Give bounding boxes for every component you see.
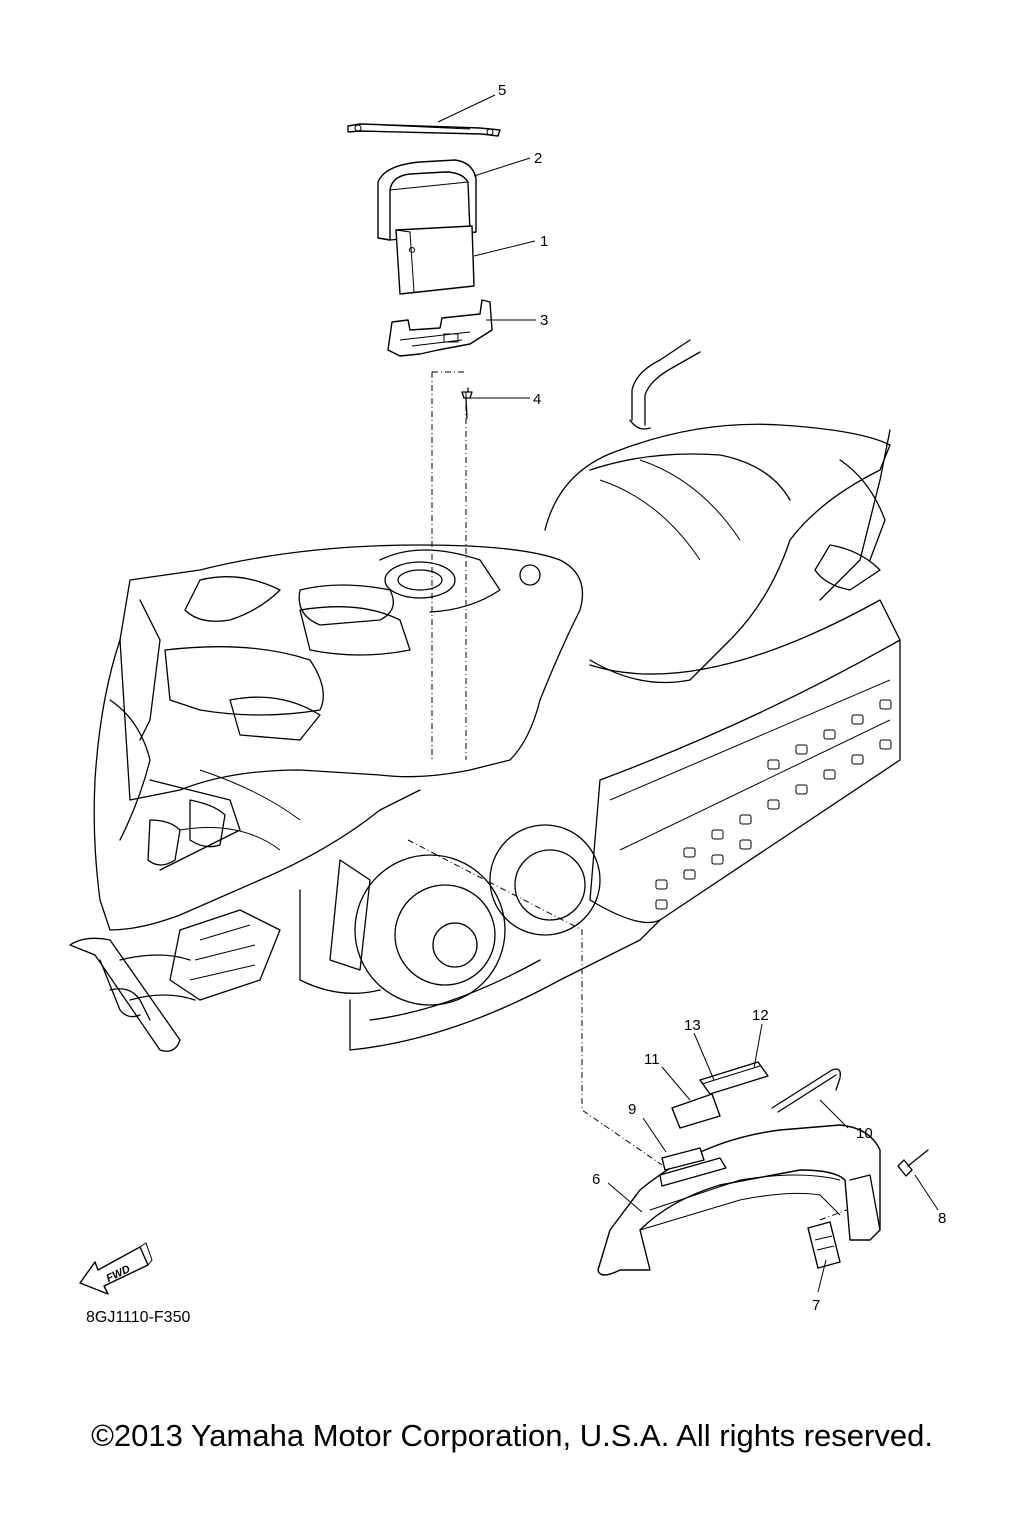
part-10-rod — [771, 1068, 841, 1113]
callout-3: 3 — [540, 312, 548, 329]
part-1-pad — [395, 225, 475, 295]
part-11-pad — [671, 1093, 721, 1129]
part-5-strap — [347, 123, 501, 137]
leader-lines — [407, 371, 861, 1221]
callout-1: 1 — [540, 233, 548, 250]
part-6-rear-flap — [597, 1124, 881, 1276]
callout-10: 10 — [856, 1125, 873, 1142]
snowmobile-outline — [69, 339, 901, 1052]
part-4-rivet — [461, 387, 473, 419]
part-8-rivet — [897, 1149, 929, 1177]
forward-arrow-icon: FWD — [79, 1242, 153, 1295]
callout-7: 7 — [812, 1297, 820, 1314]
callout-2: 2 — [534, 150, 542, 167]
part-7-plate — [807, 1221, 841, 1269]
callout-12: 12 — [752, 1007, 769, 1024]
part-9-bumper — [661, 1147, 705, 1171]
part-3-bracket — [387, 299, 493, 357]
callout-9: 9 — [628, 1101, 636, 1118]
callout-11: 11 — [644, 1051, 660, 1068]
callout-leaders — [437, 94, 939, 1293]
callout-13: 13 — [684, 1017, 701, 1034]
callout-labels: 1 2 3 4 5 6 7 8 9 10 11 12 13 — [498, 82, 946, 1314]
figure-code: 8GJ1110-F350 — [86, 1309, 191, 1326]
copyright-notice: ©2013 Yamaha Motor Corporation, U.S.A. A… — [91, 1418, 933, 1453]
callout-6: 6 — [592, 1171, 600, 1188]
part-12-13-pad — [699, 1061, 769, 1095]
callout-4: 4 — [533, 391, 541, 408]
callout-5: 5 — [498, 82, 506, 99]
callout-8: 8 — [938, 1210, 946, 1227]
